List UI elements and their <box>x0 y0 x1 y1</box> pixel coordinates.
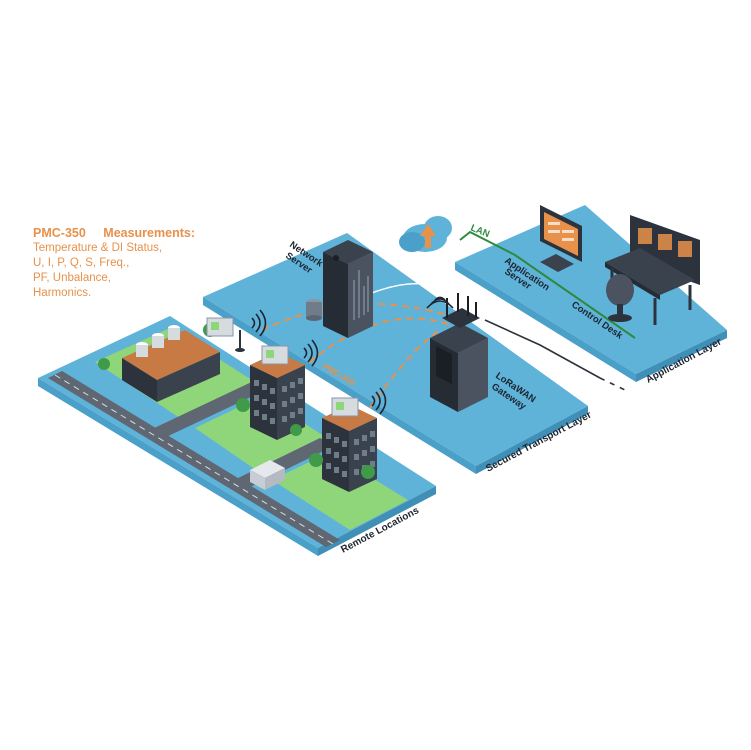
application-layer-platform <box>455 205 727 382</box>
factory-building <box>98 323 220 402</box>
measurements-heading: Measurements: <box>103 226 195 240</box>
device-name: PMC-350 <box>33 226 86 240</box>
pmc-350-meter <box>261 345 289 365</box>
wifi-signal-icon <box>251 309 267 337</box>
delivery-truck <box>250 460 285 490</box>
control-desk <box>605 215 700 325</box>
network-server <box>306 240 373 338</box>
lorawan-gateway <box>430 293 488 412</box>
road <box>150 378 274 438</box>
wifi-signal-icon <box>303 339 319 367</box>
wifi-signal-icon <box>371 387 387 415</box>
measurement-line: PF, Unbalance, <box>33 272 111 284</box>
office-building <box>236 352 305 440</box>
transport-layer-platform <box>203 233 588 474</box>
pmc-350-meter <box>331 397 359 417</box>
measurement-line: U, I, P, Q, S, Freq., <box>33 257 130 269</box>
office-chair <box>606 274 634 306</box>
pmc-350-meter <box>206 317 245 352</box>
office-building <box>309 405 377 492</box>
grass-lot <box>272 452 408 530</box>
wifi-signal-icon <box>426 296 454 309</box>
measurement-line: Harmonics. <box>33 287 92 299</box>
application-server <box>540 205 582 272</box>
measurement-line: Temperature & DI Status, <box>33 242 163 254</box>
cloud-icon <box>399 216 452 252</box>
label-internet: Internet <box>407 256 441 281</box>
measurements-info: PMC-350 Measurements: Temperature & DI S… <box>33 226 209 301</box>
